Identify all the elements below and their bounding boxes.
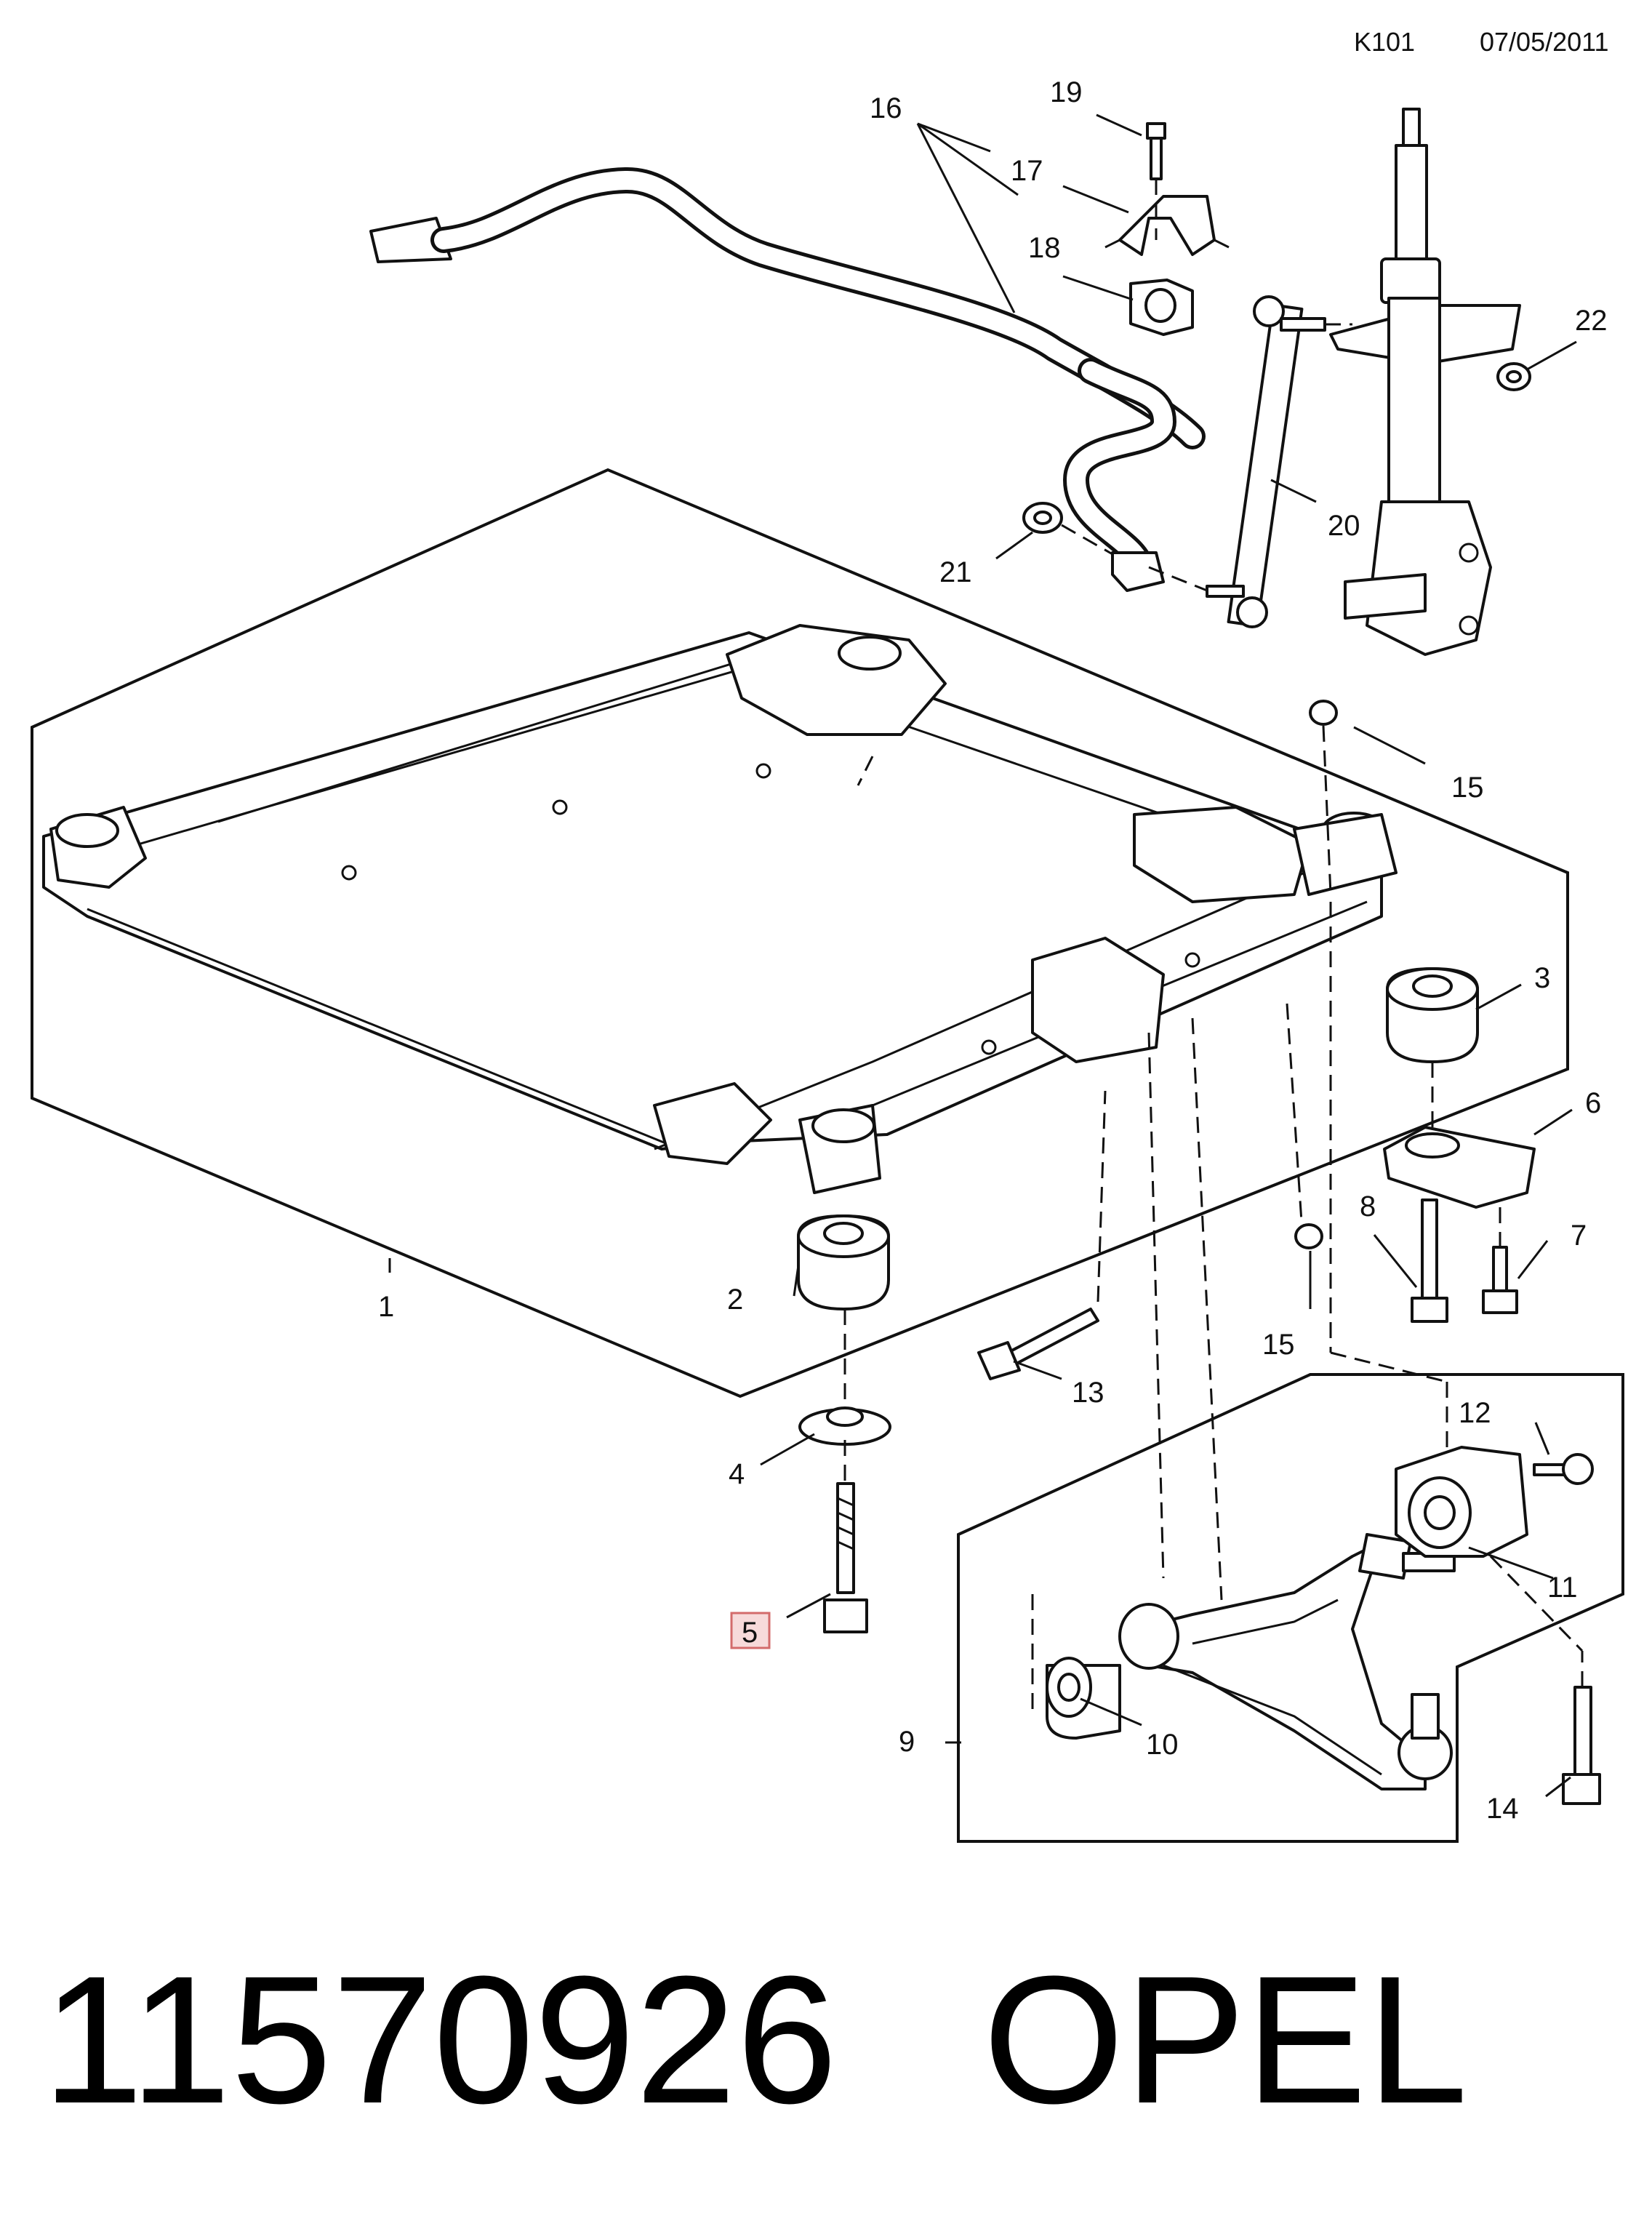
callout-15-bottom: 15 xyxy=(1262,1329,1295,1361)
callout-19: 19 xyxy=(1050,76,1083,108)
bracket-bolt-short xyxy=(1482,1207,1518,1314)
washer-top xyxy=(1309,700,1338,895)
callout-5: 5 xyxy=(742,1617,758,1649)
callout-2: 2 xyxy=(727,1284,743,1316)
leader-lines xyxy=(388,113,1577,1798)
callout-4: 4 xyxy=(729,1458,745,1490)
callout-15-top: 15 xyxy=(1451,772,1484,804)
rear-bushing-bolt xyxy=(1489,1555,1601,1805)
part-number: 11570926 xyxy=(42,1938,838,2141)
bushing-bolt xyxy=(1533,1453,1594,1485)
callout-9: 9 xyxy=(899,1726,915,1758)
rear-arm-bushing xyxy=(1395,1446,1528,1558)
stabilizer-bushing xyxy=(1129,279,1194,336)
control-arm-group-outline xyxy=(957,1373,1624,1843)
alignment-guides xyxy=(1147,902,1448,1601)
callout-labels: 1 2 3 4 5 6 7 8 9 10 11 12 13 14 15 15 1… xyxy=(378,76,1608,1825)
front-subframe-mount xyxy=(1386,967,1479,1063)
callout-3: 3 xyxy=(1534,962,1550,994)
callout-7: 7 xyxy=(1571,1220,1587,1252)
callout-14: 14 xyxy=(1486,1793,1519,1825)
callout-13: 13 xyxy=(1072,1377,1104,1409)
mount-bolt xyxy=(823,1309,868,1633)
callout-11: 11 xyxy=(1547,1572,1578,1604)
callout-1: 1 xyxy=(378,1291,394,1323)
washer-bottom xyxy=(1286,1003,1323,1249)
header-date: 07/05/2011 xyxy=(1480,27,1609,57)
bracket-bolt xyxy=(1146,122,1166,240)
callout-8: 8 xyxy=(1360,1190,1376,1222)
callout-20: 20 xyxy=(1328,510,1360,542)
stabilizer-link xyxy=(1148,295,1352,628)
stabilizer-bracket xyxy=(1104,195,1230,256)
strut-nut xyxy=(1496,362,1531,391)
front-arm-bushing xyxy=(1031,1593,1121,1740)
bracket-bolt-long xyxy=(1411,1198,1448,1323)
callout-5-highlight xyxy=(730,1612,771,1649)
callout-12: 12 xyxy=(1459,1397,1491,1429)
callout-18: 18 xyxy=(1028,232,1061,264)
brand-name: OPEL xyxy=(982,1938,1468,2141)
stabilizer-bar xyxy=(369,167,1206,592)
front-subframe xyxy=(42,624,1398,1194)
rear-subframe-mount xyxy=(797,1214,890,1310)
shock-strut xyxy=(1329,108,1521,656)
callout-16: 16 xyxy=(870,92,902,124)
mount-bracket xyxy=(1383,1062,1536,1209)
callout-21: 21 xyxy=(939,556,972,588)
callout-22: 22 xyxy=(1575,305,1608,337)
control-arm-bolt xyxy=(977,1090,1107,1380)
subframe-group-outline xyxy=(31,468,1569,1398)
link-nut xyxy=(1022,502,1113,556)
callout-10: 10 xyxy=(1146,1729,1179,1761)
callout-6: 6 xyxy=(1585,1087,1601,1119)
mount-washer xyxy=(798,1406,891,1446)
header-code: K101 xyxy=(1354,27,1415,57)
callout-17: 17 xyxy=(1011,155,1043,187)
